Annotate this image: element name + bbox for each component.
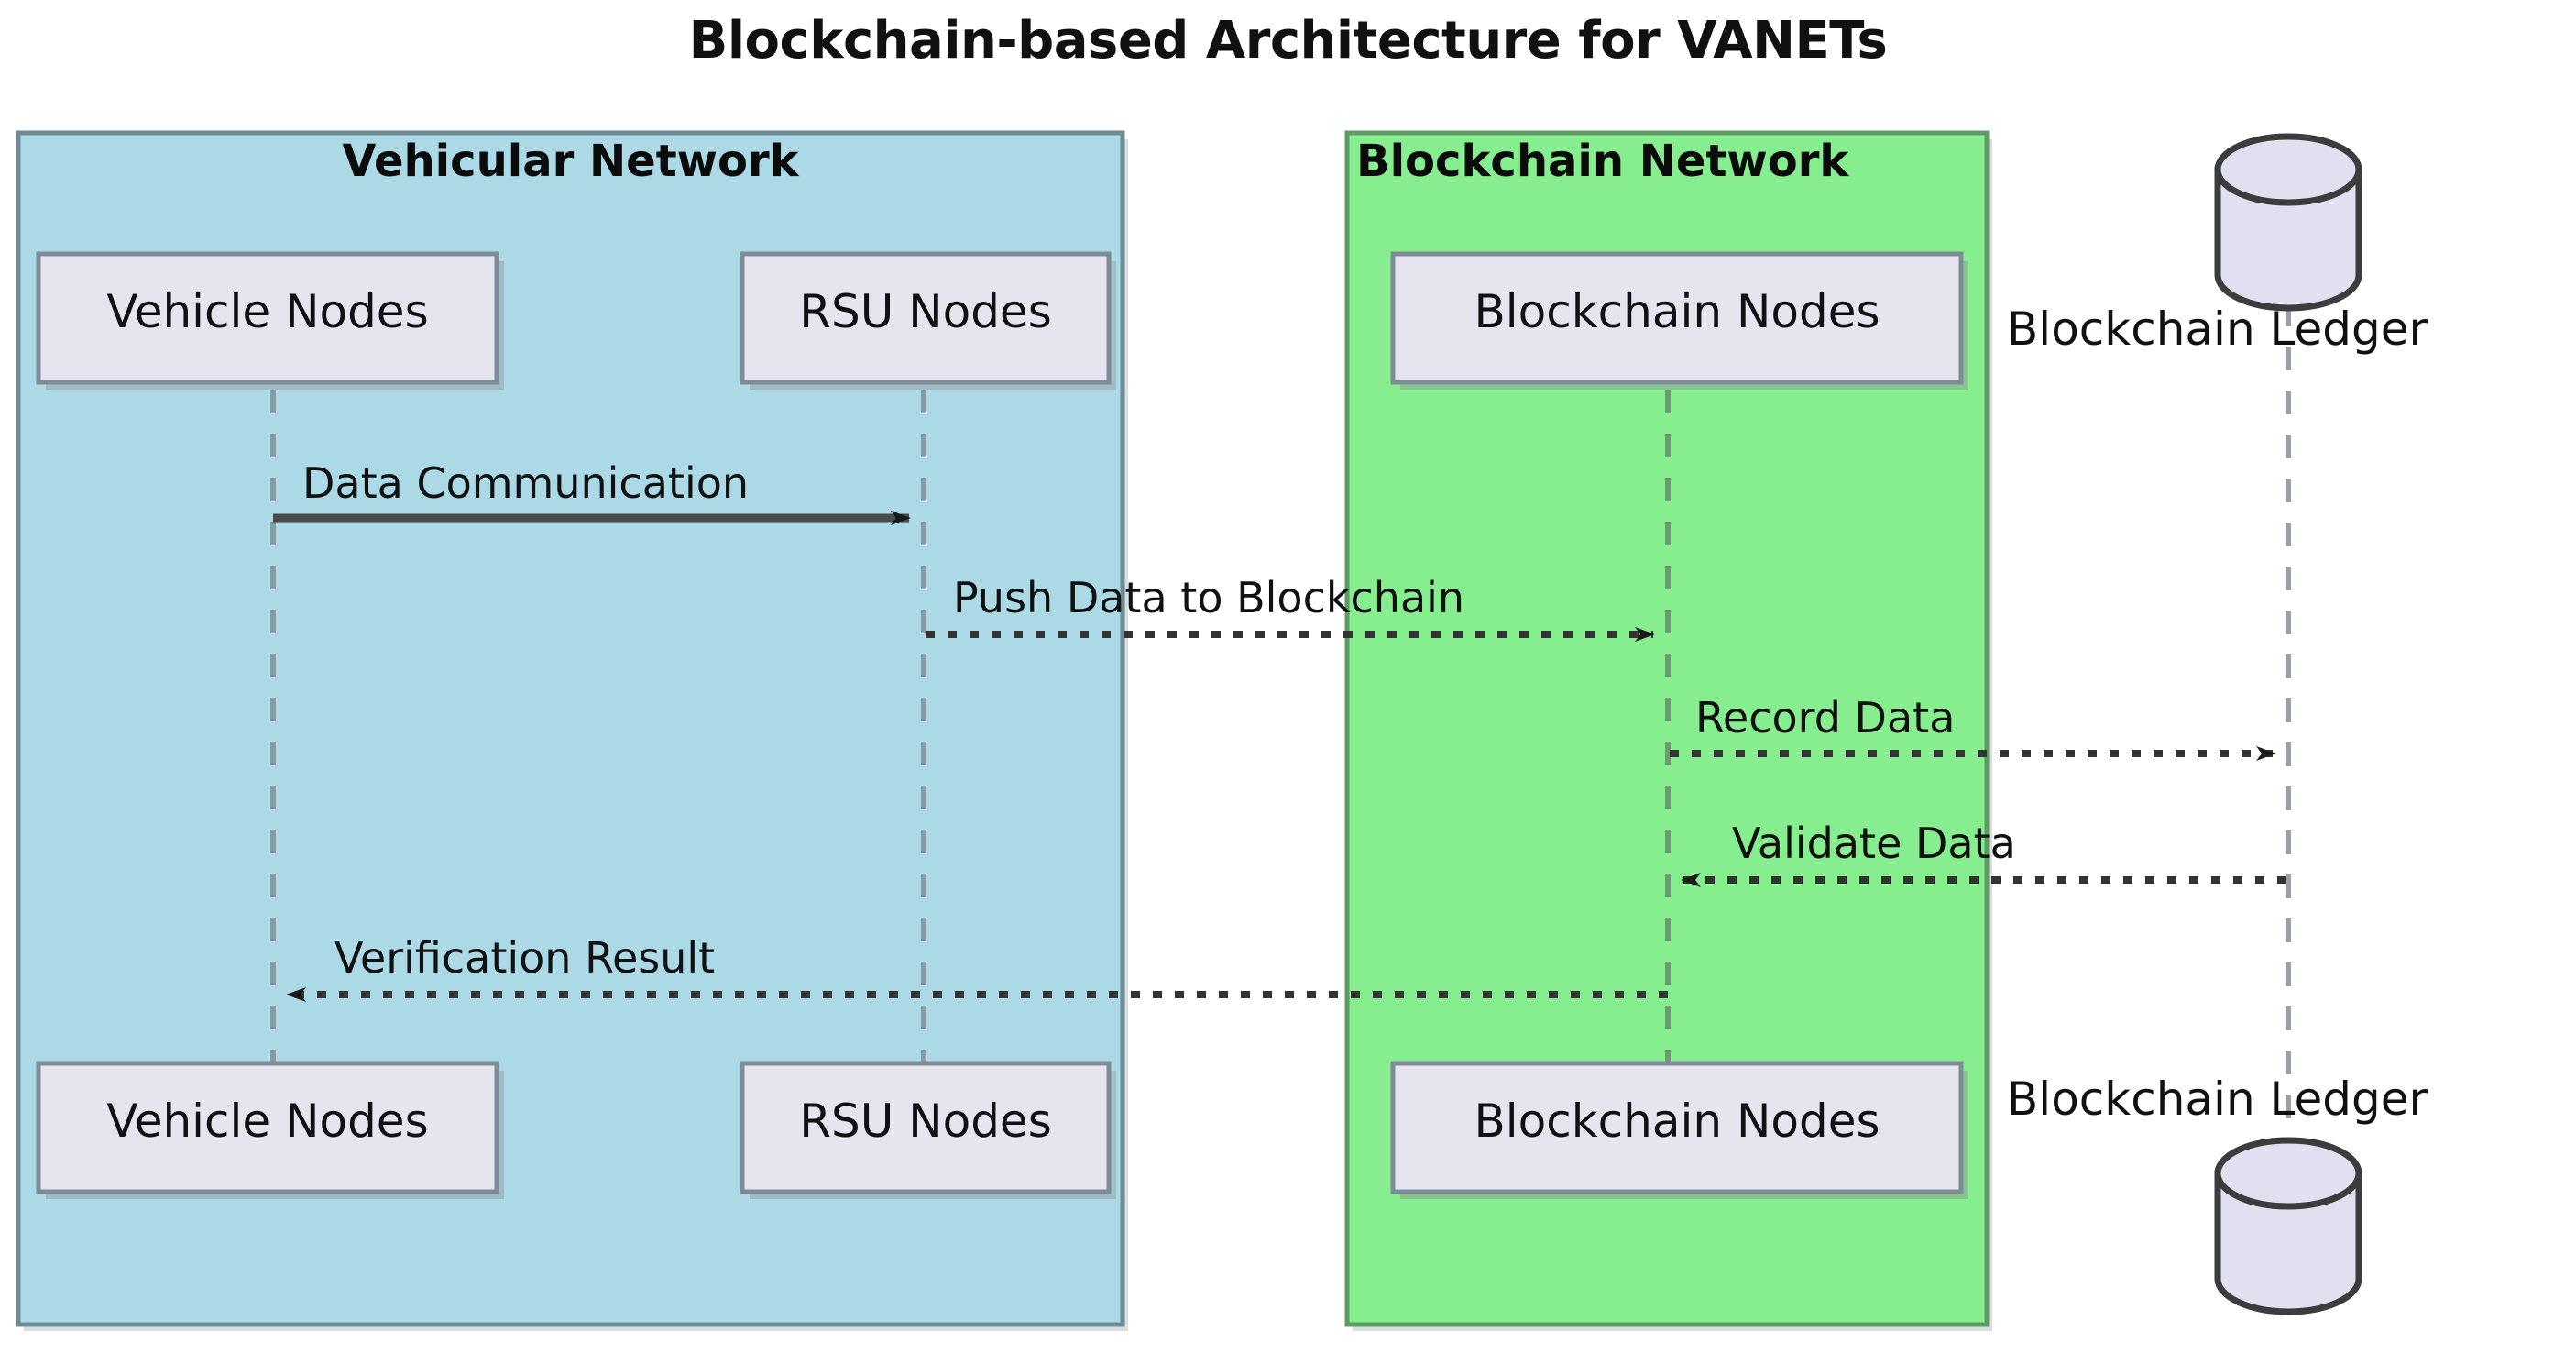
page-title: Blockchain-based Architecture for VANETs xyxy=(688,11,1888,71)
group-title-vehicular: Vehicular Network xyxy=(342,136,799,187)
participant-box-rsu-nodes-top[interactable] xyxy=(740,251,1116,390)
participant-label-vehicle-nodes-top: Vehicle Nodes xyxy=(106,285,429,338)
participant-box-vehicle-nodes-bottom[interactable] xyxy=(36,1061,504,1199)
participant-box-blockchain-nodes-top[interactable] xyxy=(1390,251,1968,390)
participant-box-vehicle-nodes-top[interactable] xyxy=(36,251,504,390)
participant-label-vehicle-nodes-bottom: Vehicle Nodes xyxy=(106,1094,429,1148)
participant-label-blockchain-nodes-bottom: Blockchain Nodes xyxy=(1474,1094,1880,1148)
message-label-verification-result: Verification Result xyxy=(334,933,716,983)
message-label-push-data-to-blockchain: Push Data to Blockchain xyxy=(953,573,1465,622)
message-label-record-data: Record Data xyxy=(1695,693,1956,742)
participant-label-rsu-nodes-bottom: RSU Nodes xyxy=(799,1094,1052,1148)
actor-label-blockchain-ledger-bottom: Blockchain Ledger xyxy=(2007,1072,2428,1126)
actor-label-blockchain-ledger-top: Blockchain Ledger xyxy=(2007,302,2428,356)
database-icon-blockchain-ledger-bottom[interactable] xyxy=(2214,1137,2362,1315)
participant-label-blockchain-nodes-top: Blockchain Nodes xyxy=(1474,285,1880,338)
participant-box-rsu-nodes-bottom[interactable] xyxy=(740,1061,1116,1199)
participant-box-blockchain-nodes-bottom[interactable] xyxy=(1390,1061,1968,1199)
lifelines xyxy=(270,302,2291,1150)
participant-label-rsu-nodes-top: RSU Nodes xyxy=(799,285,1052,338)
message-label-validate-data: Validate Data xyxy=(1732,819,2016,868)
message-label-data-communication: Data Communication xyxy=(302,458,750,508)
database-icon-blockchain-ledger-top[interactable] xyxy=(2214,133,2362,312)
group-title-blockchain: Blockchain Network xyxy=(1356,136,1849,187)
